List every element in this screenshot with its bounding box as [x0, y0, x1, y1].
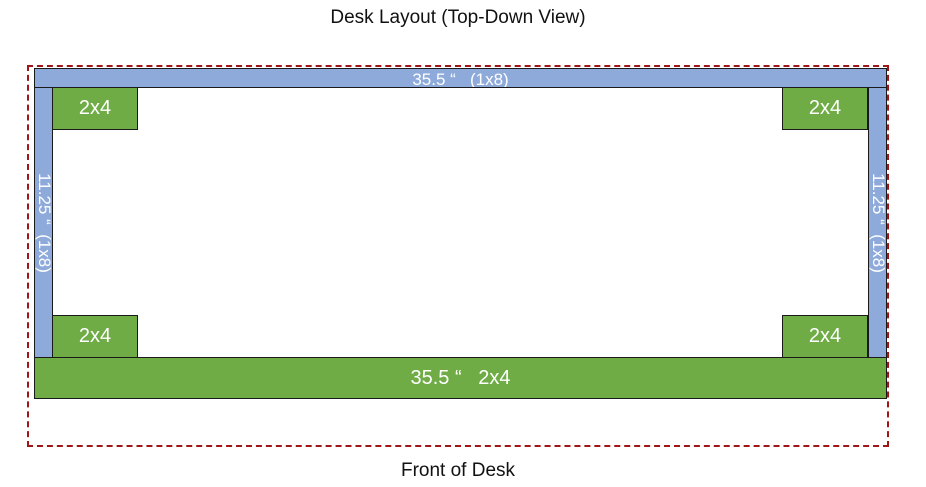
- corner-block-label: 2x4: [78, 97, 112, 119]
- desk-boundary: [27, 65, 889, 447]
- corner-block-back-right: 2x4: [782, 87, 868, 130]
- front-rail-board: 35.5 “ 2x4: [34, 357, 887, 399]
- corner-block-back-left: 2x4: [52, 87, 138, 130]
- diagram-title: Desk Layout (Top-Down View): [330, 7, 586, 28]
- corner-block-label: 2x4: [78, 325, 112, 347]
- right-rail-label: 11.25 “ (1x8): [868, 172, 887, 273]
- corner-block-label: 2x4: [808, 97, 842, 119]
- corner-block-label: 2x4: [808, 325, 842, 347]
- corner-block-front-right: 2x4: [782, 315, 868, 358]
- left-rail-board: 11.25 “ (1x8): [34, 87, 53, 358]
- front-rail-label: 35.5 “ 2x4: [410, 366, 511, 389]
- front-of-desk-label: Front of Desk: [400, 460, 516, 481]
- right-rail-board: 11.25 “ (1x8): [868, 87, 887, 358]
- corner-block-front-left: 2x4: [52, 315, 138, 358]
- back-rail-label: 35.5 “ (1x8): [412, 70, 509, 88]
- left-rail-label: 11.25 “ (1x8): [34, 172, 53, 273]
- back-rail-board: 35.5 “ (1x8): [34, 68, 887, 88]
